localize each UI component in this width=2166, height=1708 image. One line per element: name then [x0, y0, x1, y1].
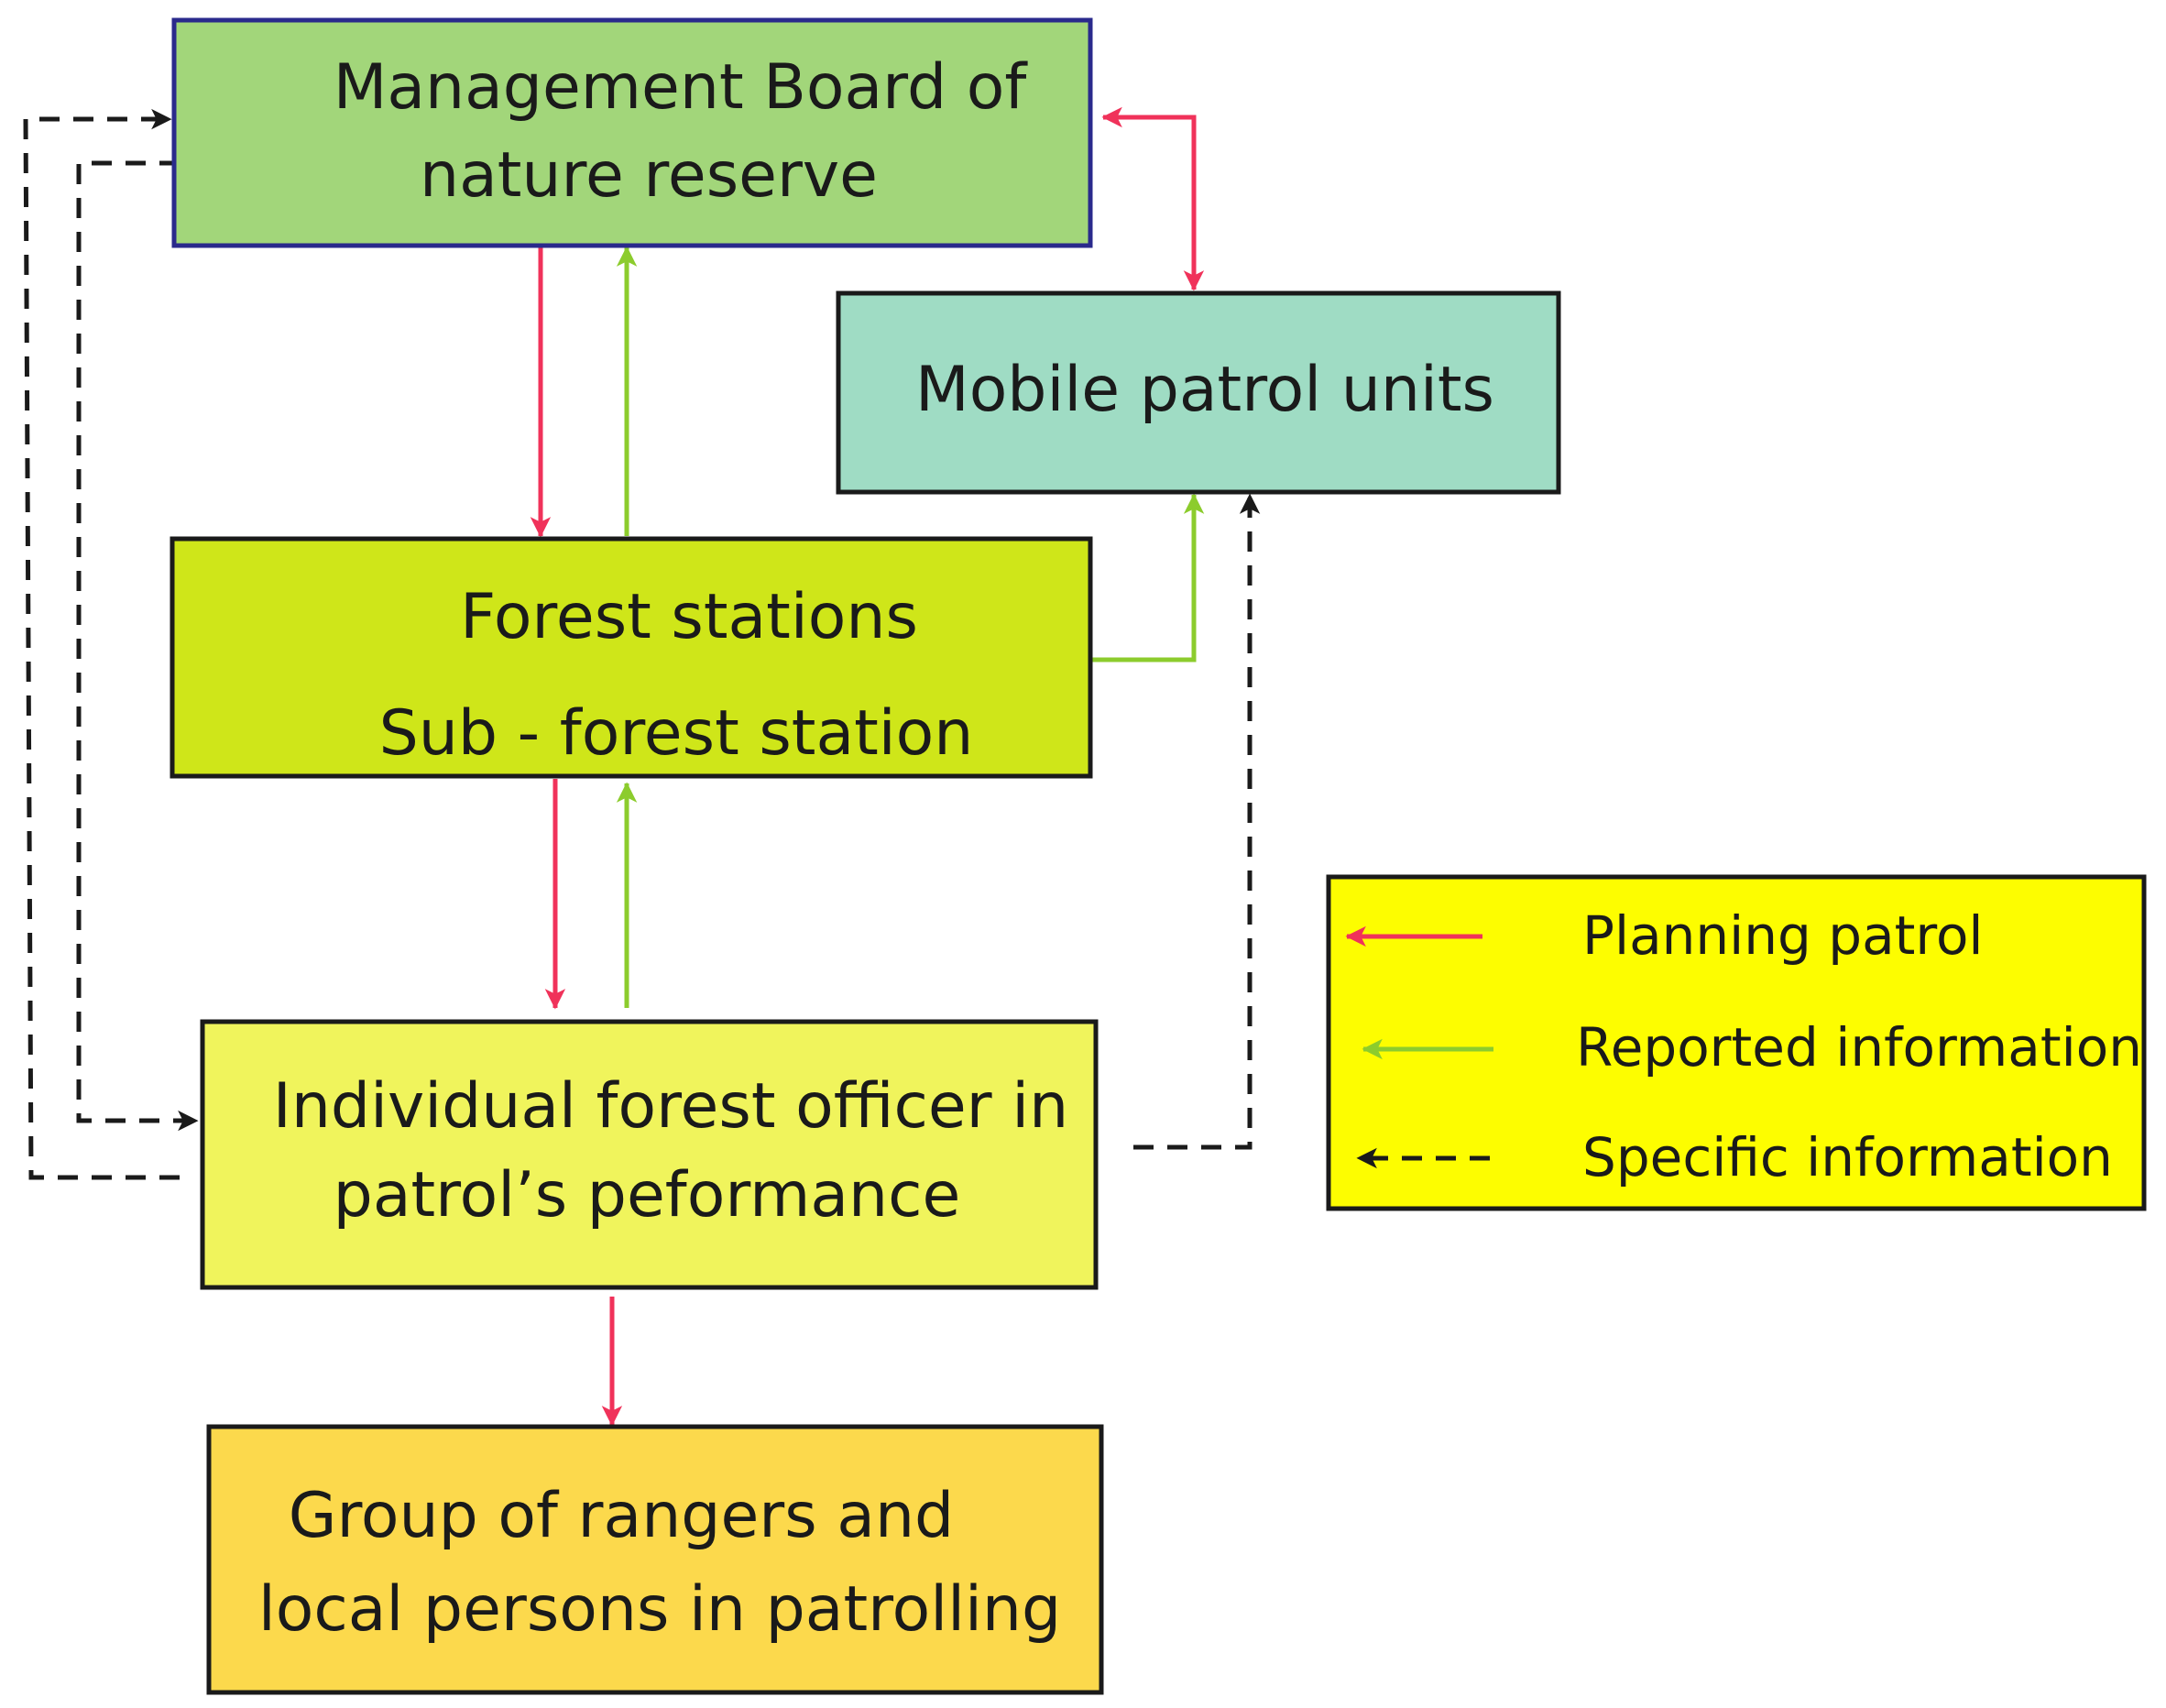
- legend-reported-label: Reported information: [1576, 1016, 2142, 1078]
- legend-item-reported: Reported information: [1362, 1016, 2142, 1078]
- mobile-line-1: Mobile patrol units: [915, 354, 1494, 426]
- legend: Planning patrol Reported information Spe…: [1326, 874, 2147, 1211]
- node-mobile-patrol-units: Mobile patrol units: [836, 290, 1561, 495]
- edge-officer-to-management-dashed: [23, 108, 180, 1180]
- edge-management-to-officer-dashed: [76, 160, 199, 1132]
- management-line-2: nature reserve: [420, 139, 878, 212]
- forest-line-2: Sub - forest station: [379, 697, 974, 770]
- legend-item-planning: Planning patrol: [1345, 904, 1984, 967]
- node-forest-stations: Forest stations Sub - forest station: [170, 536, 1093, 779]
- forest-line-1: Forest stations: [460, 581, 918, 653]
- legend-specific-label: Specific information: [1582, 1126, 2113, 1188]
- group-line-1: Group of rangers and: [289, 1480, 954, 1552]
- officer-line-2: patrol’s peformance: [334, 1159, 961, 1232]
- legend-planning-label: Planning patrol: [1582, 904, 1984, 967]
- edge-management-mobile: [1101, 106, 1205, 291]
- node-individual-forest-officer: Individual forest officer in patrol’s pe…: [200, 1019, 1099, 1290]
- edge-forest-to-mobile: [1088, 493, 1205, 662]
- edge-officer-to-mobile-dashed: [1133, 493, 1261, 1150]
- officer-line-1: Individual forest officer in: [273, 1070, 1068, 1143]
- node-management-board: Management Board of nature reserve: [171, 17, 1093, 248]
- management-line-1: Management Board of: [334, 51, 1029, 124]
- node-group-of-rangers: Group of rangers and local persons in pa…: [206, 1424, 1104, 1695]
- legend-item-specific: Specific information: [1356, 1126, 2113, 1188]
- group-line-2: local persons in patrolling: [258, 1573, 1061, 1646]
